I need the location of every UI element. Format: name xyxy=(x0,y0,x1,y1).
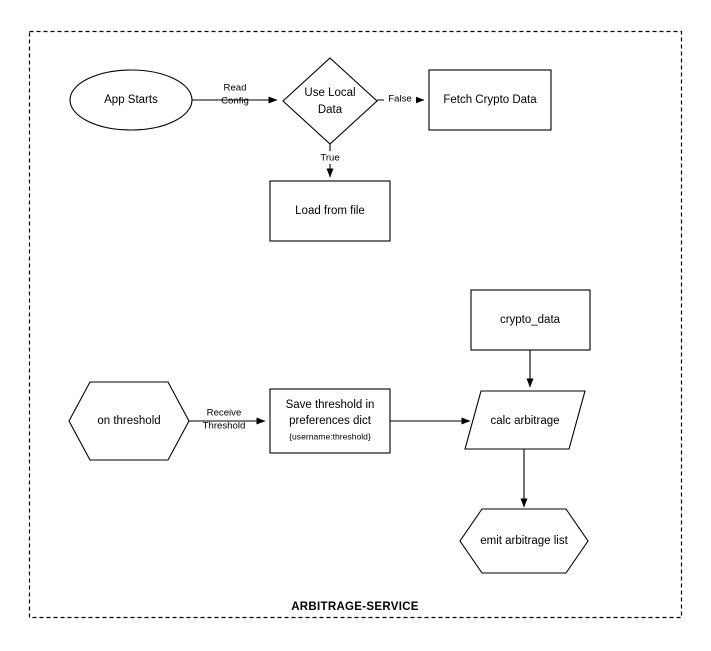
node-save-threshold[interactable]: Save threshold in preferences dict {user… xyxy=(269,388,391,454)
edge-label-false: False xyxy=(384,93,416,106)
emit-arbitrage-list-label: emit arbitrage list xyxy=(480,535,568,547)
calc-arbitrage-shape[interactable] xyxy=(464,390,586,450)
use-local-data-label-line1: Use Local xyxy=(304,87,355,99)
edge-label-read-config: Read Config xyxy=(221,83,249,107)
save-threshold-label-line2: preferences dict xyxy=(289,415,372,427)
svg-text:Receive: Receive xyxy=(207,408,242,419)
svg-text:False: False xyxy=(388,94,411,105)
calc-arbitrage-label: calc arbitrage xyxy=(490,415,559,427)
app-starts-shape[interactable] xyxy=(69,69,193,131)
edge-label-true: True xyxy=(317,151,344,164)
app-starts-label: App Starts xyxy=(104,94,158,106)
node-fetch-crypto-data[interactable]: Fetch Crypto Data xyxy=(428,69,552,131)
svg-text:Threshold: Threshold xyxy=(203,421,246,432)
fetch-crypto-data-shape[interactable] xyxy=(428,69,552,131)
svg-text:Read: Read xyxy=(224,83,247,94)
save-threshold-shape[interactable] xyxy=(269,388,391,454)
save-threshold-label-line3: {username:threshold} xyxy=(289,431,371,441)
node-load-from-file[interactable]: Load from file xyxy=(269,180,391,242)
boundary-label: ARBITRAGE-SERVICE xyxy=(291,601,419,613)
node-calc-arbitrage[interactable]: calc arbitrage xyxy=(464,390,586,450)
service-boundary xyxy=(28,30,683,619)
use-local-data-label-line2: Data xyxy=(318,104,343,116)
load-from-file-label: Load from file xyxy=(295,205,365,217)
load-from-file-shape[interactable] xyxy=(269,180,391,242)
node-on-threshold[interactable]: on threshold xyxy=(68,381,190,461)
crypto-data-label: crypto_data xyxy=(500,314,561,326)
edge-label-receive-threshold: Receive Threshold xyxy=(203,408,246,432)
svg-text:True: True xyxy=(320,153,339,164)
on-threshold-shape[interactable] xyxy=(68,381,190,461)
node-app-starts[interactable]: App Starts xyxy=(69,69,193,131)
save-threshold-label-line1: Save threshold in xyxy=(286,399,375,411)
node-crypto-data[interactable]: crypto_data xyxy=(470,289,591,351)
on-threshold-label: on threshold xyxy=(97,415,160,427)
crypto-data-shape[interactable] xyxy=(470,289,591,351)
node-emit-arbitrage-list[interactable]: emit arbitrage list xyxy=(459,508,589,574)
use-local-data-shape[interactable] xyxy=(282,57,378,145)
svg-text:Config: Config xyxy=(221,96,249,107)
emit-arbitrage-list-shape[interactable] xyxy=(459,508,589,574)
node-use-local-data[interactable]: Use Local Data xyxy=(282,57,378,145)
fetch-crypto-data-label: Fetch Crypto Data xyxy=(443,94,537,106)
